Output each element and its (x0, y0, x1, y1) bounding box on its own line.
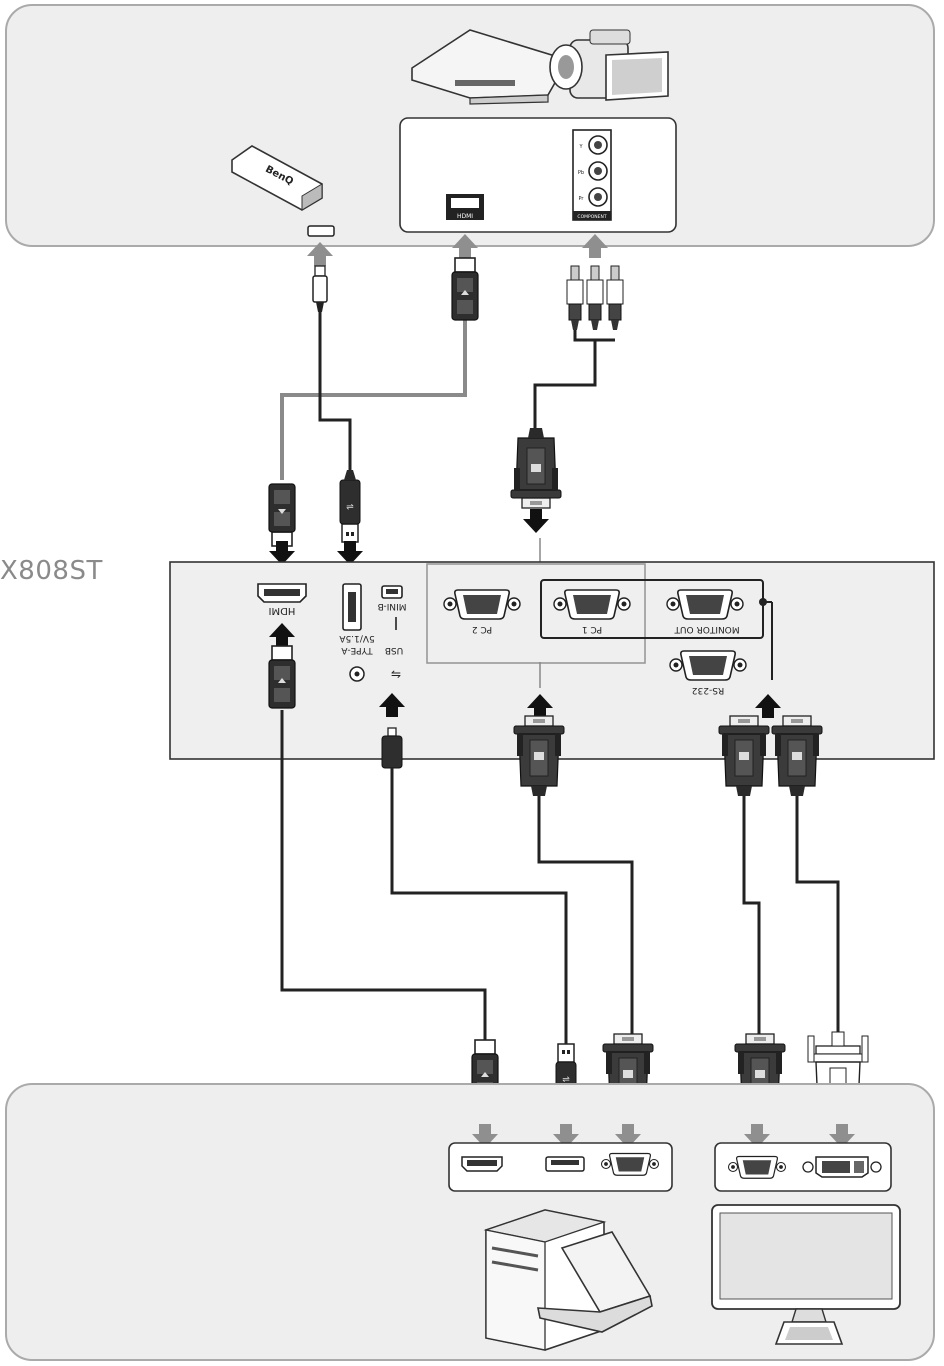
cable-monitor-vga (742, 796, 761, 1035)
cable-pc-usb (390, 768, 568, 1048)
usb-mini-b-label: MINI-B (378, 601, 407, 611)
arrow-into-vga (523, 509, 549, 533)
model-name: X808ST (0, 556, 103, 586)
pc2-label: PC 2 (472, 624, 492, 634)
camcorder-icon (549, 29, 669, 101)
component-label: COMPONENT (577, 214, 606, 220)
rca-plug-icon (606, 265, 624, 331)
output-devices-panel (5, 1083, 935, 1361)
micro-usb-plug-icon (312, 265, 328, 312)
vga-plug-icon (510, 427, 562, 509)
usb-plug-icon (339, 469, 361, 543)
monitor-out-label: MONITOR OUT (674, 624, 740, 634)
projector-usb-a-port: 5V/1.5A TYPE-A (338, 583, 375, 682)
usb-icon: ⇋ (391, 667, 401, 681)
vga-plug-icon (718, 715, 770, 797)
projector-usb-mini-b-port: MINI-B USB ⇋ (378, 585, 407, 681)
power-icon (349, 666, 365, 682)
cable-component-vga (533, 340, 597, 430)
usb-label: USB (385, 645, 403, 655)
av-component-port: Y Pb Pr COMPONENT (572, 129, 612, 221)
cable-pc-hdmi (280, 710, 487, 1048)
av-device-panel (399, 117, 677, 233)
hdmi-port-label: HDMI (269, 605, 296, 616)
vga-plug-icon (513, 715, 565, 797)
pc-input-group (426, 563, 646, 664)
hdmi-plug-icon (268, 645, 296, 709)
component-pr-label: Pr (579, 196, 585, 202)
component-y-label: Y (578, 144, 583, 150)
pc1-label: PC 1 (582, 624, 602, 634)
vga-plug-icon (771, 715, 823, 797)
usb-type-a-label: TYPE-A (341, 645, 374, 655)
laptop-icon (537, 1231, 653, 1333)
pc1-monitor-group (540, 579, 764, 639)
streaming-stick-icon: BenQ (231, 145, 323, 211)
av-hdmi-label: HDMI (457, 213, 473, 220)
media-player-icon (411, 29, 570, 105)
monitor-icon (711, 1204, 901, 1345)
projector-hdmi-port: HDMI (257, 583, 307, 616)
hdmi-plug-icon (268, 483, 296, 547)
rca-plug-icon (586, 265, 604, 331)
cable-monitor-dvi (795, 796, 840, 1035)
av-hdmi-port: HDMI (446, 194, 484, 220)
component-pb-label: Pb (578, 170, 584, 176)
cable-av-hdmi (280, 320, 467, 480)
cable-pc-vga (537, 796, 634, 1035)
monitor-dvi-port (802, 1156, 882, 1178)
cable-stick-usb (318, 300, 352, 470)
micro-usb-port (307, 225, 335, 237)
rca-plug-icon (566, 265, 584, 331)
usb-power-label: 5V/1.5A (338, 633, 374, 643)
hdmi-plug-icon (451, 257, 479, 321)
rs232-label: RS-232 (692, 685, 724, 695)
